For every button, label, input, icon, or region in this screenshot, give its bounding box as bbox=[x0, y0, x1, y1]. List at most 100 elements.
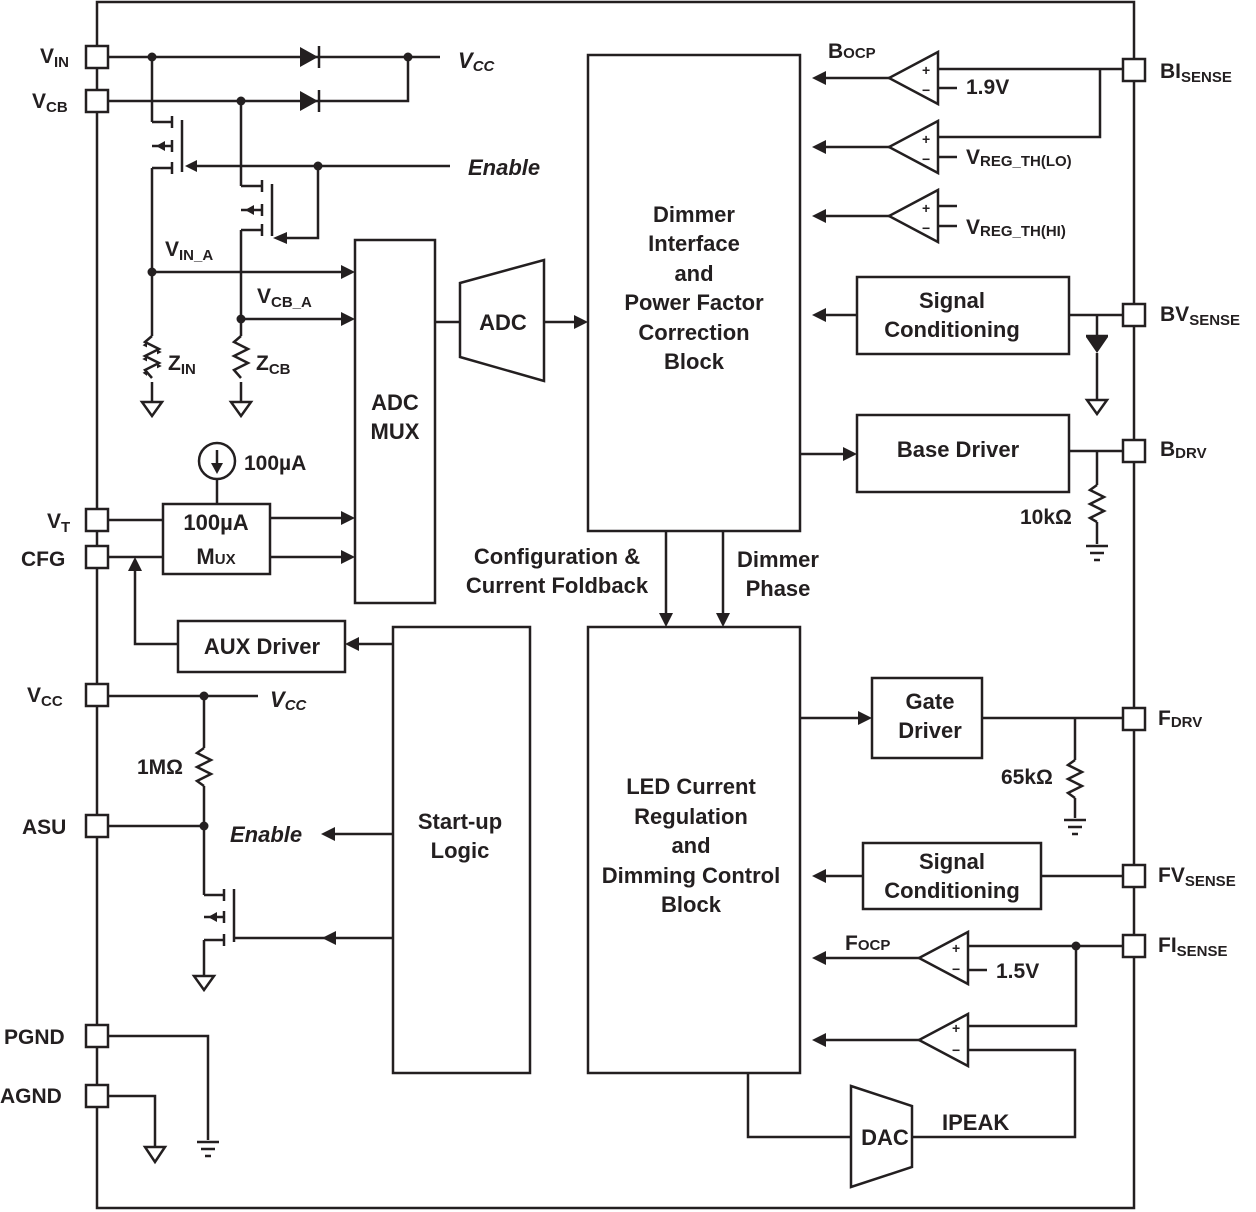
block-aux-driver: AUX Driver bbox=[176, 619, 347, 674]
current-source-100ua bbox=[197, 441, 237, 504]
arrow-head bbox=[345, 637, 359, 651]
pin-fdrv: FDRV bbox=[1121, 706, 1202, 732]
block-signal-conditioning-top: Signal Conditioning bbox=[855, 275, 1071, 356]
svg-text:ADC: ADC bbox=[371, 390, 419, 415]
svg-text:+: + bbox=[952, 1020, 960, 1036]
svg-text:Power Factor: Power Factor bbox=[624, 290, 764, 315]
label-zin: ZIN bbox=[168, 352, 196, 378]
pin-fisense: FISENSE bbox=[1121, 933, 1228, 960]
svg-text:+: + bbox=[922, 131, 930, 147]
svg-text:VCB: VCB bbox=[32, 90, 68, 116]
mosfet-switch-vcb bbox=[241, 180, 287, 244]
pin-pgnd: PGND bbox=[4, 1023, 110, 1049]
ground-bdrv bbox=[1086, 544, 1108, 562]
label-vcc-mid: VCC bbox=[270, 687, 308, 714]
label-enable-mid: Enable bbox=[230, 822, 302, 847]
comparator-bocp: + − bbox=[886, 49, 940, 107]
svg-text:Gate: Gate bbox=[906, 689, 955, 714]
svg-text:FVSENSE: FVSENSE bbox=[1158, 864, 1236, 890]
pin-bdrv: BDRV bbox=[1121, 438, 1207, 464]
junction-dot bbox=[147, 267, 157, 277]
ground-fdrv bbox=[1064, 818, 1086, 836]
mosfet-startup-switch bbox=[202, 889, 393, 976]
junction-dot bbox=[403, 52, 413, 62]
block-led-current-regulation: LED Current Regulation and Dimming Contr… bbox=[586, 625, 802, 1075]
pin-bvsense: BVSENSE bbox=[1121, 302, 1240, 329]
label-1-5v: 1.5V bbox=[996, 960, 1039, 983]
resistor-zin bbox=[142, 335, 162, 382]
comparator-ipeak: + − bbox=[916, 1011, 970, 1069]
label-current-source: 100µA bbox=[244, 452, 306, 475]
resistor-10k bbox=[1087, 483, 1107, 524]
pin-cfg: CFG bbox=[21, 544, 110, 571]
svg-text:LED Current: LED Current bbox=[626, 774, 756, 799]
arrow-head bbox=[858, 711, 872, 725]
svg-text:−: − bbox=[922, 82, 930, 98]
junction-dot bbox=[313, 161, 323, 171]
pin-asu: ASU bbox=[22, 813, 110, 839]
label-1-9v: 1.9V bbox=[966, 76, 1009, 99]
arrow-head bbox=[812, 869, 826, 883]
block-signal-conditioning-bottom: Signal Conditioning bbox=[861, 841, 1043, 911]
block-startup-logic: Start-up Logic bbox=[391, 625, 532, 1075]
label-vin-a: VIN_A bbox=[165, 238, 213, 264]
pin-vcb: VCB bbox=[32, 88, 110, 116]
ground-bvsense bbox=[1084, 398, 1110, 417]
label-enable-top: Enable bbox=[468, 155, 540, 180]
svg-text:Correction: Correction bbox=[638, 320, 749, 345]
svg-text:BDRV: BDRV bbox=[1160, 438, 1207, 462]
svg-text:Base Driver: Base Driver bbox=[897, 437, 1020, 462]
resistor-zcb bbox=[231, 335, 251, 382]
arrow-head bbox=[812, 140, 826, 154]
diode-bvsense-clamp bbox=[1086, 334, 1108, 400]
label-res-65k: 65kΩ bbox=[1001, 766, 1053, 789]
svg-text:FISENSE: FISENSE bbox=[1158, 934, 1228, 960]
junction-dot bbox=[236, 96, 246, 106]
svg-text:CFG: CFG bbox=[21, 548, 65, 571]
arrow-head bbox=[341, 265, 355, 279]
label-config-fold-2: Current Foldback bbox=[466, 573, 649, 598]
arrow-head bbox=[341, 312, 355, 326]
svg-text:MUX: MUX bbox=[371, 419, 420, 444]
arrow-head bbox=[812, 1033, 826, 1047]
ground-agnd bbox=[142, 1145, 168, 1165]
svg-text:AGND: AGND bbox=[0, 1085, 62, 1108]
resistor-65k bbox=[1065, 758, 1085, 800]
ground-zcb bbox=[228, 400, 254, 419]
label-zcb: ZCB bbox=[256, 352, 291, 378]
svg-text:PGND: PGND bbox=[4, 1026, 65, 1049]
junction-dot bbox=[199, 821, 209, 831]
arrow-head bbox=[843, 447, 857, 461]
svg-text:and: and bbox=[674, 261, 713, 286]
label-vreg-hi: VREG_TH(HI) bbox=[966, 216, 1066, 240]
diode-vcb bbox=[300, 90, 321, 112]
label-config-fold-1: Configuration & bbox=[474, 544, 640, 569]
comparator-vreg-hi: + − bbox=[886, 187, 940, 245]
comparator-vreg-lo: + − bbox=[886, 118, 940, 176]
svg-text:Block: Block bbox=[661, 892, 722, 917]
label-vcc-top: VCC bbox=[458, 48, 496, 75]
svg-text:100µA: 100µA bbox=[183, 510, 248, 535]
block-base-driver: Base Driver bbox=[855, 413, 1071, 494]
block-dac: DAC bbox=[849, 1084, 914, 1189]
block-adc: ADC bbox=[458, 258, 546, 383]
svg-text:BISENSE: BISENSE bbox=[1160, 60, 1232, 86]
arrow-head bbox=[341, 550, 355, 564]
arrow-head bbox=[812, 209, 826, 223]
svg-text:BVSENSE: BVSENSE bbox=[1160, 303, 1240, 329]
svg-text:ADC: ADC bbox=[479, 310, 527, 335]
svg-text:MUX: MUX bbox=[196, 544, 235, 569]
svg-text:−: − bbox=[922, 151, 930, 167]
svg-text:Dimming Control: Dimming Control bbox=[602, 863, 780, 888]
svg-text:Conditioning: Conditioning bbox=[884, 317, 1020, 342]
svg-text:VCC: VCC bbox=[27, 684, 63, 710]
ground-zin bbox=[139, 400, 165, 419]
svg-text:Signal: Signal bbox=[919, 849, 985, 874]
block-gate-driver: Gate Driver bbox=[870, 676, 984, 760]
svg-text:VT: VT bbox=[47, 510, 70, 536]
svg-text:Start-up: Start-up bbox=[418, 809, 502, 834]
svg-text:−: − bbox=[952, 961, 960, 977]
label-vreg-lo: VREG_TH(LO) bbox=[966, 146, 1072, 170]
svg-text:ASU: ASU bbox=[22, 816, 66, 839]
junction-dot bbox=[236, 314, 246, 324]
